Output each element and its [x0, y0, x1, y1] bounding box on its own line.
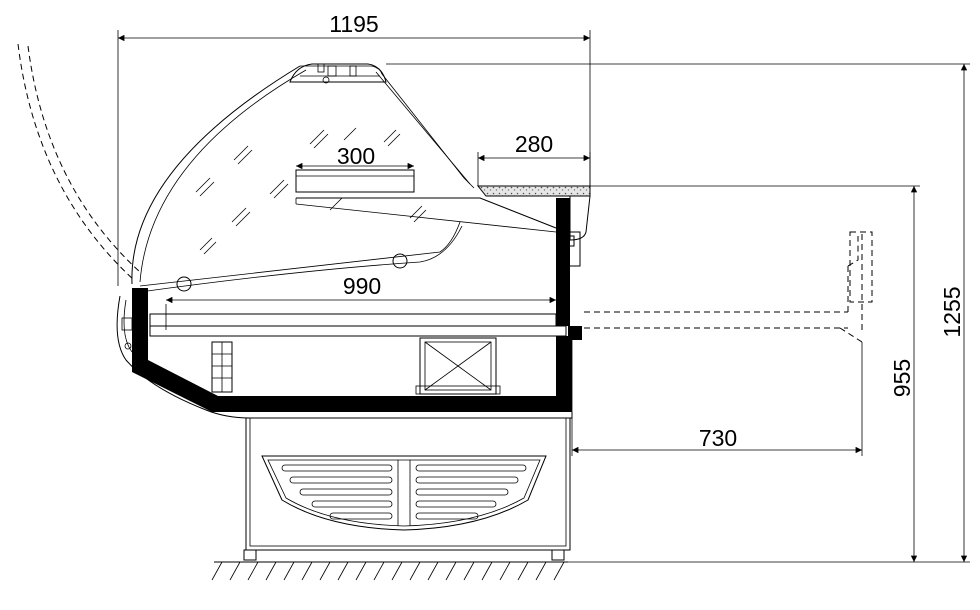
dimension-display-depth: 990	[165, 273, 556, 304]
base-cabinet	[243, 417, 571, 561]
glass-reflection-marks	[195, 127, 427, 255]
dimension-worktop-depth: 280	[477, 131, 591, 186]
dim-label-overall-depth: 1195	[329, 11, 378, 37]
left-foot	[243, 549, 257, 561]
display-deck	[149, 304, 567, 337]
ventilation-grille	[261, 455, 547, 531]
dimension-base-extension: 730	[571, 340, 863, 456]
front-cap-detail	[121, 317, 133, 350]
dim-label-upper-shelf: 300	[337, 143, 375, 169]
dim-label-base-extension: 730	[699, 425, 737, 451]
canopy-light-housing	[289, 63, 387, 84]
dimension-upper-shelf: 300	[296, 143, 414, 170]
fan-unit	[415, 337, 501, 395]
evaporator-coil	[211, 341, 233, 393]
floor-hatching	[211, 561, 565, 581]
curved-front-glass	[131, 65, 475, 285]
grille-slats	[281, 460, 527, 526]
rear-wall	[556, 198, 570, 326]
bracket-roller	[176, 276, 192, 292]
rear-scale-pole	[584, 231, 873, 343]
dim-label-display-depth: 990	[343, 273, 381, 299]
right-foot	[551, 549, 565, 561]
dimension-overall-depth: 1195	[117, 11, 591, 286]
glass-swing-arc	[17, 43, 141, 281]
floor-line	[211, 561, 568, 581]
shelf-bracket	[139, 221, 463, 293]
upper-shelf	[295, 169, 557, 233]
tub-outer-skin	[116, 295, 573, 419]
rear-worktop	[476, 185, 591, 241]
dimension-worktop-height: 955	[568, 185, 920, 563]
dim-label-total-height: 1255	[939, 286, 965, 337]
dim-label-worktop-depth: 280	[515, 131, 553, 157]
bracket-roller	[392, 253, 408, 269]
insulated-tub-wall	[132, 198, 582, 412]
dimension-total-height: 1255	[386, 63, 970, 563]
dim-label-worktop-height: 955	[889, 359, 915, 397]
